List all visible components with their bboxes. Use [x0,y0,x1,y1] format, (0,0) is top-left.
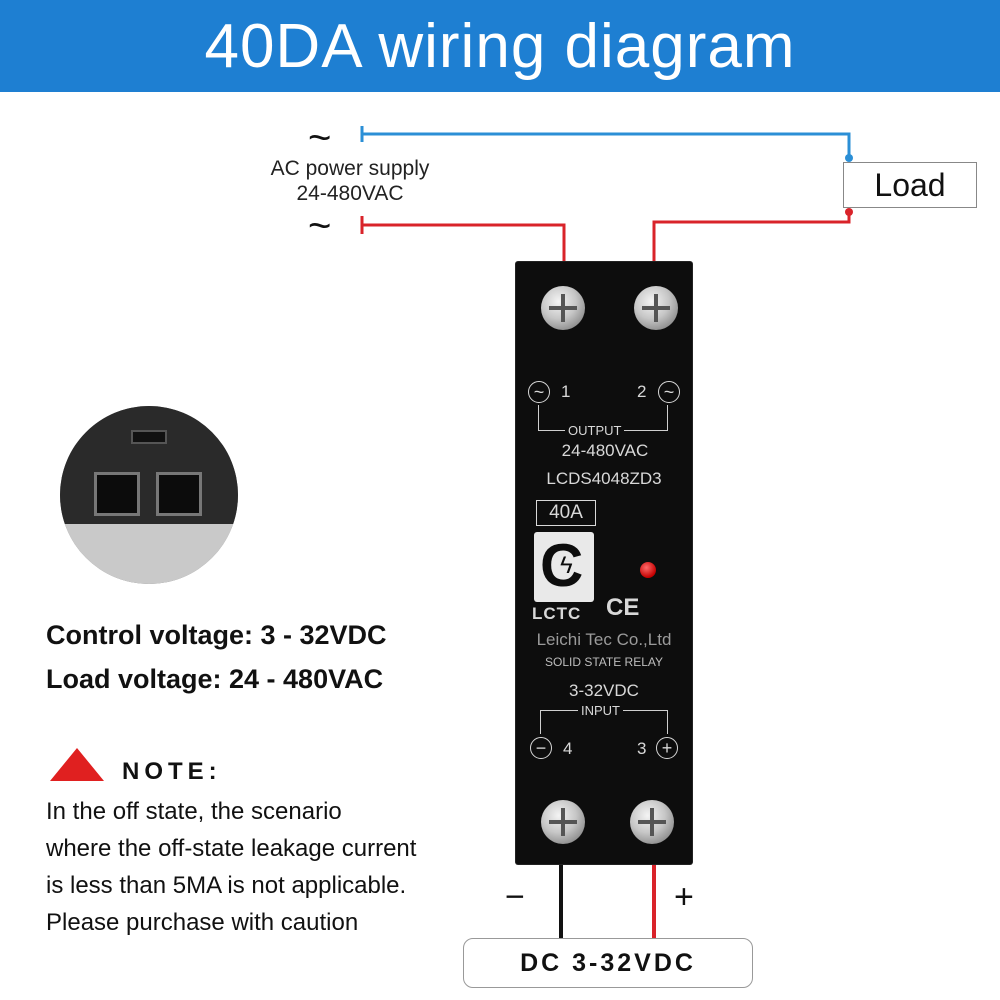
dc-supply-box: DC 3-32VDC [463,938,753,988]
relay-model: LCDS4048ZD3 [546,469,662,488]
terminal-3-label: 3 [637,739,647,758]
note-line-3: is less than 5MA is not applicable. [46,872,407,899]
ce-mark: CE [606,594,640,621]
ac-tilde-top: ~ [308,116,332,160]
logo-text: LCTC [532,604,582,623]
load-voltage-spec: Load voltage: 24 - 480VAC [46,664,384,694]
page-title: 40DA wiring diagram [204,11,796,81]
minus-symbol-icon: − [530,737,552,759]
dc-minus-sign: − [505,878,525,916]
company-name: Leichi Tec Co.,Ltd [536,630,672,649]
input-label: INPUT [578,703,623,718]
logo-bolt-icon: ϟ [560,552,573,579]
ac-red-wire [362,223,566,264]
lctc-logo: C ϟ [534,532,594,602]
plus-symbol-icon: + [656,737,678,759]
socket-top [60,406,238,524]
ac-tilde-bottom: ~ [308,204,332,248]
load-top-node [845,154,853,162]
socket-slot-right [156,472,202,516]
output-voltage: 24-480VAC [561,441,649,460]
ac-symbol-2-icon: ~ [658,381,680,403]
note-title: NOTE: [122,758,222,785]
relay-socket-photo [60,406,238,584]
logo-c-mark: C [540,532,584,599]
output-label: OUTPUT [565,423,625,438]
current-rating: 40A [536,500,596,526]
note-line-2: where the off-state leakage current [46,835,417,862]
warning-icon [50,748,104,781]
screw-terminal-1 [541,286,585,330]
load-box: Load [843,162,977,208]
screw-terminal-3 [630,800,674,844]
load-bottom-node [845,208,853,216]
header-banner: 40DA wiring diagram [0,0,1000,92]
product-name: SOLID STATE RELAY [544,655,664,669]
ac-symbol-1-icon: ~ [528,381,550,403]
terminal-2-label: 2 [637,382,647,401]
note-line-4: Please purchase with caution [46,909,359,936]
socket-tab [131,430,167,444]
input-voltage: 3-32VDC [569,681,639,700]
terminal-4-label: 4 [563,739,573,758]
screw-terminal-4 [541,800,585,844]
note-line-1: In the off state, the scenario [46,798,342,825]
terminal-1-label: 1 [561,382,571,401]
status-led [640,562,656,578]
load-red-wire [652,212,851,264]
note-text: In the off state, the scenario where the… [46,793,506,941]
control-voltage-spec: Control voltage: 3 - 32VDC [46,620,387,650]
load-label: Load [874,166,946,203]
dc-plus-sign: + [674,878,694,916]
ac-supply-label-line2: 24-480VAC [296,182,404,205]
ac-supply-label: AC power supply 24-480VAC [240,156,460,206]
ac-blue-wire [362,132,851,160]
screw-terminal-2 [634,286,678,330]
dc-supply-label: DC 3-32VDC [520,948,696,977]
socket-slot-left [94,472,140,516]
ac-supply-label-line1: AC power supply [270,157,430,180]
socket-base [60,524,238,584]
